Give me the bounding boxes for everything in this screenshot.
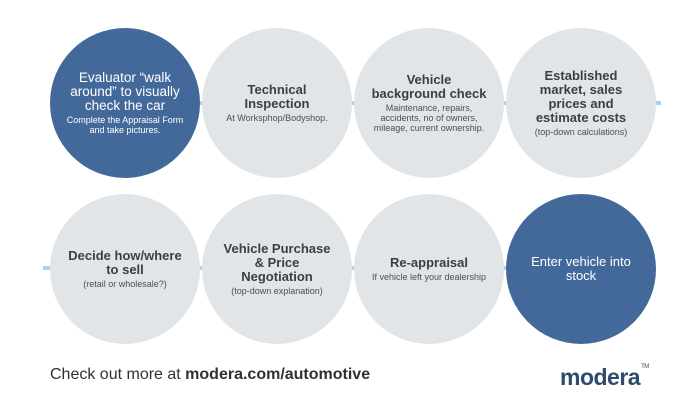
step-5-subtitle: (retail or wholesale?)	[83, 279, 167, 289]
step-2-title: Technical Inspection	[244, 82, 310, 111]
step-3-title: Vehicle background check	[371, 72, 487, 101]
step-2-subtitle: At Worksphop/Bodyshop.	[226, 113, 328, 123]
connector-line	[500, 101, 510, 105]
logo-text: modera	[560, 364, 641, 390]
footer-prefix: Check out more at	[50, 366, 186, 383]
step-1-subtitle: Complete the Appraisal Form and take pic…	[66, 115, 184, 135]
connector-line	[500, 266, 510, 270]
step-3-subtitle: Maintenance, repairs, accidents, no of o…	[373, 103, 485, 133]
step-6-title: Vehicle Purchase & Price Negotiation	[223, 241, 331, 284]
step-4-subtitle: (top-down calculations)	[534, 127, 628, 137]
step-2-circle: Technical Inspection At Worksphop/Bodysh…	[202, 28, 352, 178]
step-6-circle: Vehicle Purchase & Price Negotiation (to…	[202, 194, 352, 344]
footer-link[interactable]: modera.com/automotive	[185, 366, 371, 383]
step-5-circle: Decide how/where to sell (retail or whol…	[50, 194, 200, 344]
step-6-subtitle: (top-down explanation)	[231, 286, 323, 296]
logo-trademark: TM	[641, 364, 649, 370]
step-8-circle: Enter vehicle into stock	[506, 194, 656, 344]
step-4-title: Established market, sales prices and est…	[535, 68, 627, 125]
connector-line	[348, 266, 358, 270]
step-7-subtitle: If vehicle left your dealership	[371, 272, 487, 282]
connector-line	[651, 101, 661, 105]
step-4-circle: Established market, sales prices and est…	[506, 28, 656, 178]
modera-logo: moderaTM	[560, 364, 649, 391]
step-1-title: Evaluator “walk around” to visually chec…	[70, 70, 180, 113]
step-7-circle: Re-appraisal If vehicle left your dealer…	[354, 194, 504, 344]
step-1-circle: Evaluator “walk around” to visually chec…	[50, 28, 200, 178]
step-3-circle: Vehicle background check Maintenance, re…	[354, 28, 504, 178]
step-7-title: Re-appraisal	[389, 255, 469, 270]
step-8-title: Enter vehicle into stock	[531, 254, 631, 283]
connector-line	[43, 266, 53, 270]
step-5-title: Decide how/where to sell	[68, 248, 182, 277]
footer-cta: Check out more at modera.com/automotive	[50, 366, 370, 384]
connector-line	[348, 101, 358, 105]
